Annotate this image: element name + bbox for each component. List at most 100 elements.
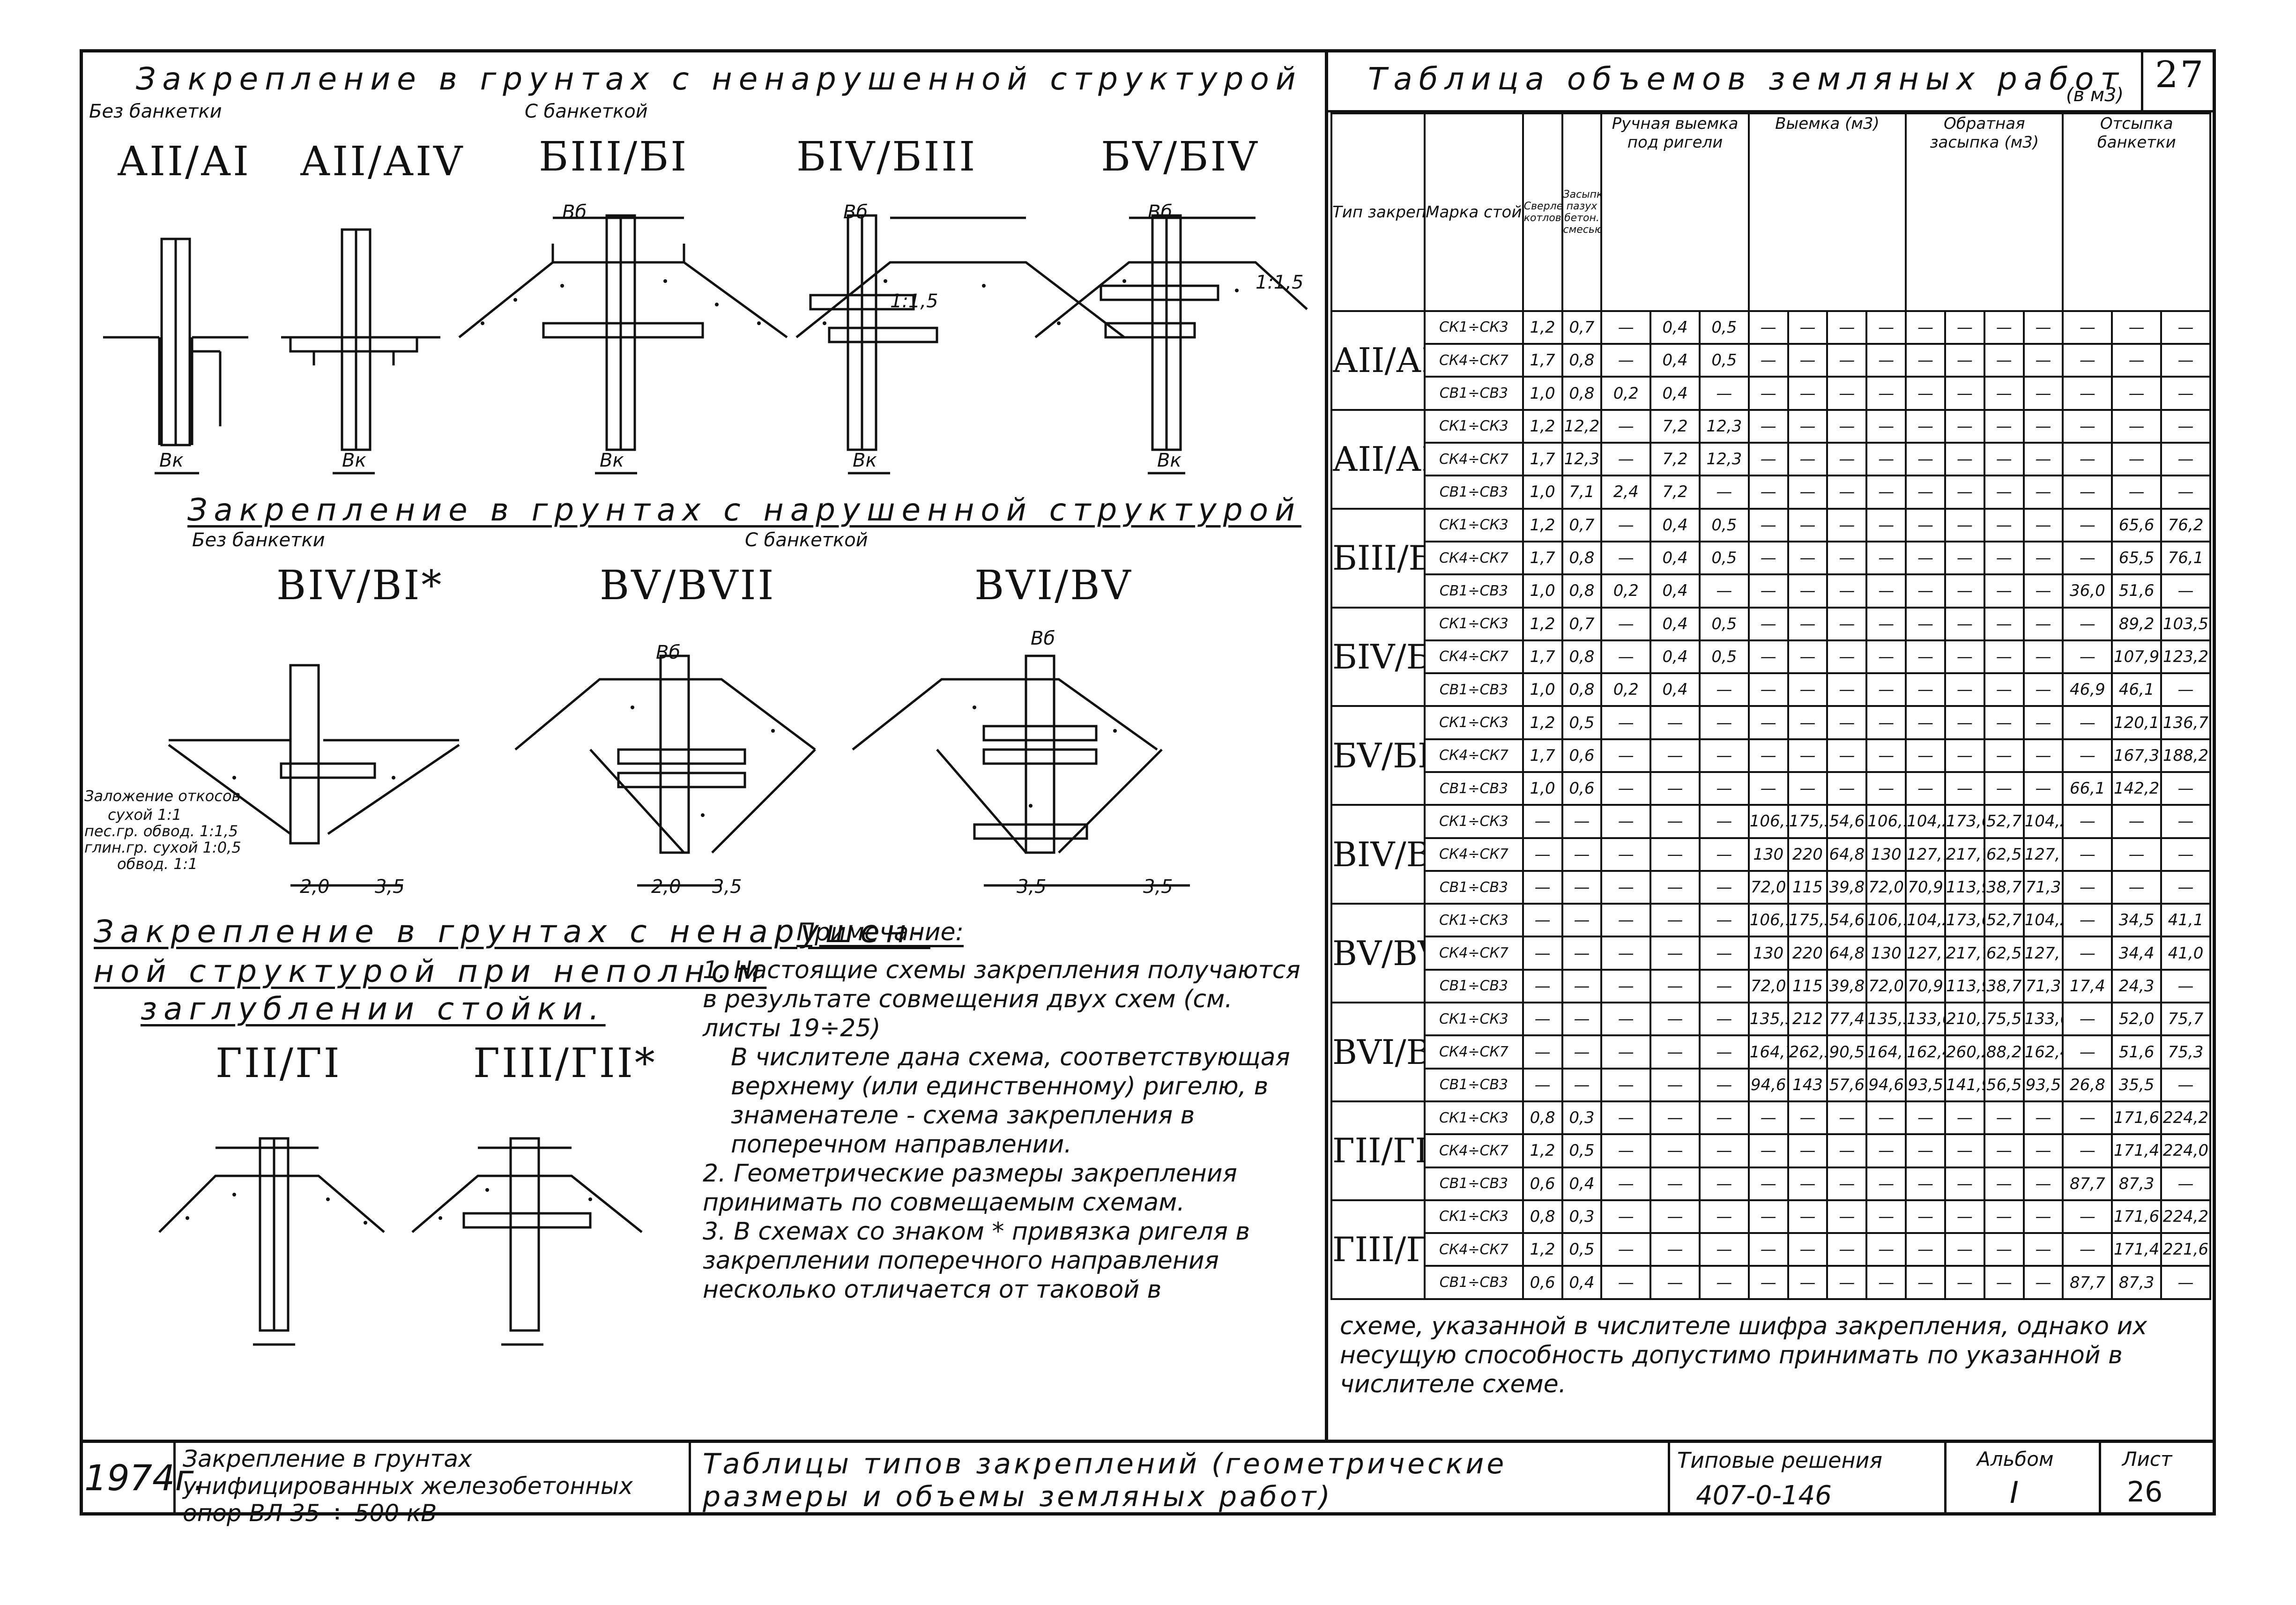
table-cell: — [1905,1100,1946,1136]
table-cell: — [2062,936,2113,971]
table-cell: — [2022,606,2064,641]
table-cell: СК1÷СК3 [1424,1002,1524,1037]
table-cell: — [1698,1034,1750,1070]
table-cell: — [1747,507,1789,542]
table-cell: 72,0 [1747,968,1789,1004]
table-cell: — [2111,310,2162,345]
table-cell: — [2062,507,2113,542]
table-cell: 2,4 [1600,475,1652,510]
table-cell: 75,3 [2160,1034,2211,1070]
table-cell: — [1650,1265,1701,1300]
table-cell: — [1698,573,1750,609]
table-cell: — [1787,639,1828,675]
table-cell: — [1944,573,1985,609]
table-cell: — [1787,672,1828,707]
group-cell: ВIV/ВI [1330,804,1426,905]
table-cell: 220 [1787,837,1828,872]
table-cell: 0,5 [1698,540,1750,576]
table-cell: 1,0 [1522,573,1563,609]
table-cell: — [1698,903,1750,938]
table-cell: 1,7 [1522,738,1563,773]
table-row: ВV/ВVIIСК1÷СК3—————106,1175,554,6106,110… [1330,903,2211,1004]
table-cell: — [1983,376,2025,411]
table-cell: — [1826,540,1868,576]
heading-partial-1: Закрепление в грунтах с ненарушен- [94,914,930,950]
table-cell: — [1983,1199,2025,1234]
table-cell: — [1561,936,1603,971]
table-cell: 171,6 [2111,1100,2162,1136]
dim: 2,0 [651,876,681,898]
dim: 3,5 [712,876,742,898]
table-cell: 0,4 [1650,606,1701,641]
table-cell: — [1600,343,1652,378]
table-cell: — [1698,869,1750,905]
table-cell: — [1787,540,1828,576]
table-cell: 127,7 [2022,837,2064,872]
table-cell: — [1865,475,1907,510]
table-row: БV/БIVСК1÷СК31,20,5————————————120,1136,… [1330,705,2211,806]
table-cell: — [1650,771,1701,806]
table-cell: СК1÷СК3 [1424,804,1524,839]
table-cell: — [1826,1166,1868,1201]
table-cell: — [1600,837,1652,872]
label-with-bench-1: С банкеткой [525,101,648,122]
table-cell: СК1÷СК3 [1424,705,1524,740]
table-cell: — [1747,606,1789,641]
table-cell: 115 [1787,968,1828,1004]
table-cell: 87,3 [2111,1265,2162,1300]
table-cell: — [1698,705,1750,740]
table-cell: — [1600,771,1652,806]
table-cell: 135,5 [1865,1002,1907,1037]
table-cell: — [2160,771,2211,806]
sheet-title: Таблицы типов закреплений (геометрически… [703,1448,1507,1513]
table-cell: 106,1 [1865,804,1907,839]
table-cell: — [1522,804,1563,839]
table-cell: 220 [1787,936,1828,971]
table-cell: — [1650,1002,1701,1037]
table-cell: 141,9 [1944,1067,1985,1102]
subject: Закрепление в грунтах унифицированных же… [183,1445,633,1527]
table-cell: 17,4 [2062,968,2113,1004]
table-cell: 135,5 [1747,1002,1789,1037]
table-cell: СК4÷СК7 [1424,540,1524,576]
table-cell: — [1650,1034,1701,1070]
table-cell: — [2062,738,2113,773]
table-cell: — [1944,1166,1985,1201]
heading-partial-3: заглублении стойки. [141,991,606,1027]
table-cell: 93,5 [1905,1067,1946,1102]
table-cell: — [1865,738,1907,773]
table-cell: 41,0 [2160,936,2211,971]
table-cell: 0,4 [1650,639,1701,675]
table-cell: — [2022,771,2064,806]
table-cell: — [1787,409,1828,444]
table-cell: 0,6 [1522,1166,1563,1201]
table-cell: 1,2 [1522,1133,1563,1168]
table-cell: 66,1 [2062,771,2113,806]
table-cell: — [2062,1100,2113,1136]
table-cell: 12,3 [1698,409,1750,444]
table-cell: — [1983,573,2025,609]
table-cell: — [1826,573,1868,609]
label-no-bench-2: Без банкетки [192,529,325,551]
table-cell: 175,5 [1787,903,1828,938]
table-cell: — [2022,540,2064,576]
table-cell: — [1600,1034,1652,1070]
sketch-row-mid [168,654,1190,887]
table-cell: — [1944,507,1985,542]
table-cell: — [1561,903,1603,938]
table-cell: 62,5 [1983,837,2025,872]
table-cell: — [1826,310,1868,345]
table-cell: — [1600,1100,1652,1136]
table-cell: 260,2 [1944,1034,1985,1070]
table-cell: 221,6 [2160,1232,2211,1267]
table-cell: — [1944,1100,1985,1136]
table-cell: 106,1 [1865,903,1907,938]
table-cell: 106,1 [1747,804,1789,839]
table-cell: — [1522,903,1563,938]
table-cell: — [1865,771,1907,806]
table-cell: — [2160,409,2211,444]
table-cell: — [1698,475,1750,510]
table-cell: 0,7 [1561,507,1603,542]
table-cell: 130 [1747,837,1789,872]
scheme-label: ГII/ГI [215,1040,342,1087]
